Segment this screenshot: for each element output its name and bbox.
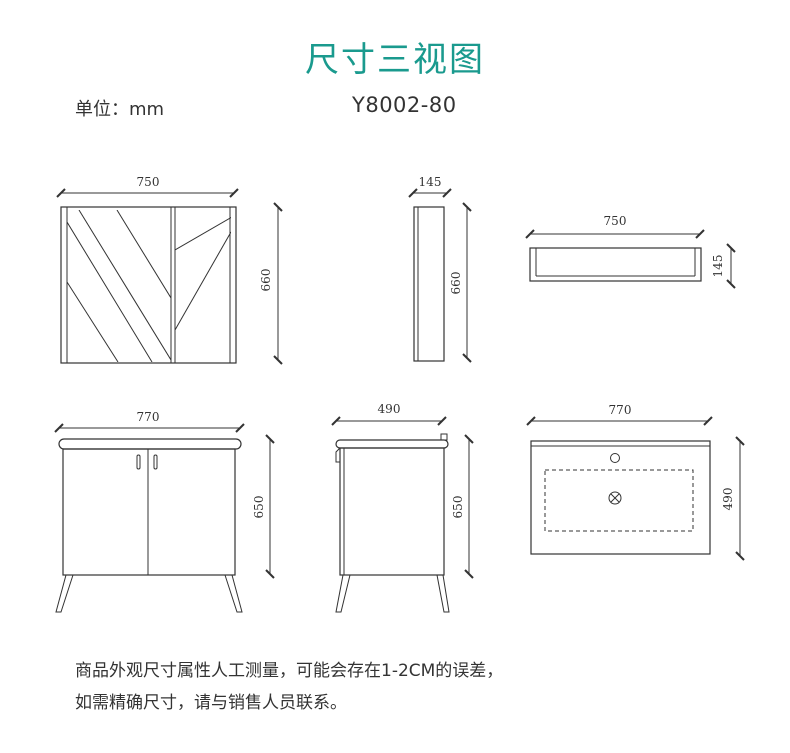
mirror-front-width-label: 750 bbox=[137, 175, 160, 189]
vanity-front-height-label: 650 bbox=[252, 496, 266, 519]
disclaimer-line-1: 商品外观尺寸属性人工测量，可能会存在1-2CM的误差， bbox=[75, 661, 504, 681]
mirror-side-view bbox=[408, 188, 472, 363]
mirror-top-depth-label: 145 bbox=[711, 255, 725, 278]
mirror-front-height-label: 660 bbox=[259, 269, 273, 292]
vanity-top-width-label: 770 bbox=[609, 403, 632, 417]
mirror-top-view bbox=[525, 229, 736, 289]
mirror-top-width-label: 750 bbox=[604, 214, 627, 228]
page-title: 尺寸三视图 bbox=[305, 40, 485, 80]
mirror-side-depth-label: 145 bbox=[419, 175, 442, 189]
vanity-side-depth-label: 490 bbox=[378, 402, 401, 416]
mirror-side-height-label: 660 bbox=[449, 272, 463, 295]
model-number: Y8002-80 bbox=[352, 93, 457, 117]
unit-label: 单位：mm bbox=[75, 99, 165, 120]
vanity-side-height-label: 650 bbox=[451, 496, 465, 519]
vanity-front-view bbox=[54, 423, 275, 613]
mirror-front-view bbox=[56, 188, 283, 365]
vanity-front-width-label: 770 bbox=[137, 410, 160, 424]
vanity-top-depth-label: 490 bbox=[721, 488, 735, 511]
disclaimer-line-2: 如需精确尺寸，请与销售人员联系。 bbox=[75, 693, 347, 713]
vanity-top-view bbox=[526, 416, 745, 561]
vanity-side-view bbox=[331, 416, 474, 613]
